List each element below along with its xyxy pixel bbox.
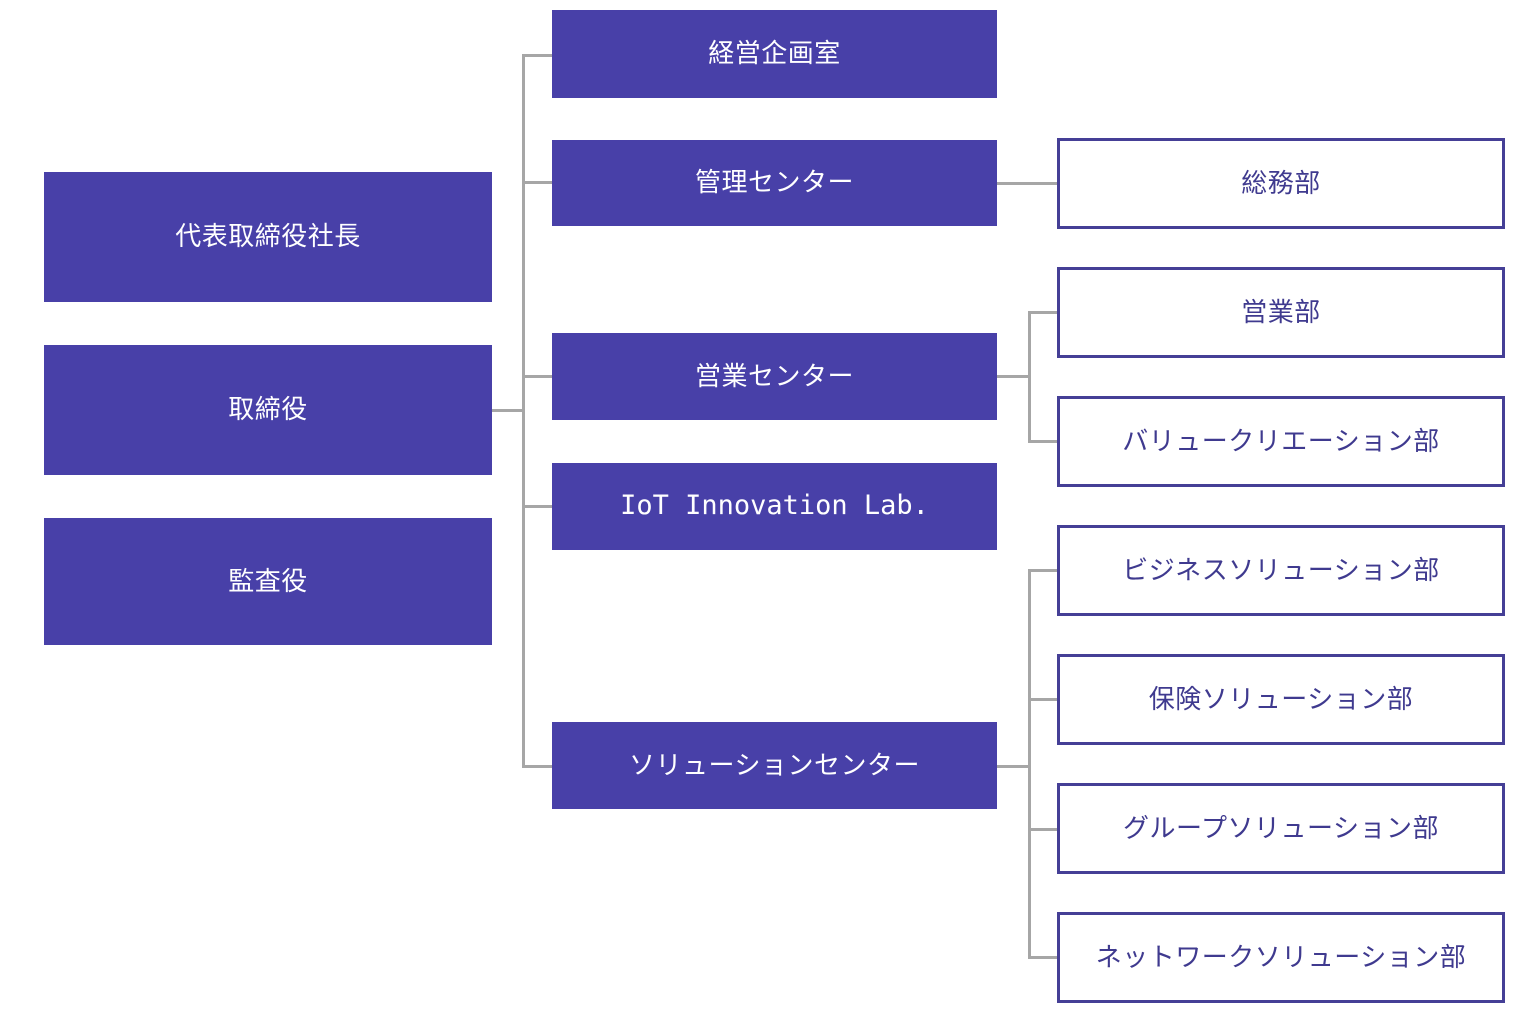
- node-label: バリュークリエーション部: [1122, 425, 1440, 456]
- node-label: ネットワークソリューション部: [1095, 941, 1467, 972]
- connector-eigyo-branch-trunk: [1028, 311, 1031, 443]
- node-general-affairs-dept[interactable]: 総務部: [1057, 138, 1505, 229]
- connector-eigyo-to-value-creation: [1028, 440, 1059, 443]
- connector-trunk-to-iot-lab: [522, 505, 555, 508]
- node-administration-center[interactable]: 管理センター: [552, 140, 997, 226]
- node-label: 経営企画室: [708, 38, 841, 69]
- node-management-planning-office[interactable]: 経営企画室: [552, 10, 997, 98]
- connector-eigyo-to-eigyobu: [1028, 311, 1059, 314]
- node-label: ビジネスソリューション部: [1122, 554, 1440, 585]
- node-auditor[interactable]: 監査役: [44, 518, 492, 645]
- connector-main-trunk: [522, 54, 525, 768]
- node-business-solution-dept[interactable]: ビジネスソリューション部: [1057, 525, 1505, 616]
- node-label: 営業部: [1241, 296, 1321, 327]
- connector-director-to-trunk: [492, 409, 525, 412]
- node-label: 保険ソリューション部: [1148, 683, 1414, 714]
- node-sales-center[interactable]: 営業センター: [552, 333, 997, 420]
- connector-solution-to-business: [1028, 569, 1059, 572]
- node-value-creation-dept[interactable]: バリュークリエーション部: [1057, 396, 1505, 487]
- node-label: IoT Innovation Lab.: [620, 490, 929, 522]
- connector-solution-to-insurance: [1028, 698, 1059, 701]
- node-label: 総務部: [1241, 167, 1321, 198]
- node-label: ソリューションセンター: [629, 749, 920, 780]
- connector-eigyo-stub: [997, 375, 1031, 378]
- connector-solution-to-network: [1028, 956, 1059, 959]
- node-label: 監査役: [228, 565, 308, 596]
- node-representative-director-president[interactable]: 代表取締役社長: [44, 172, 492, 302]
- node-iot-innovation-lab[interactable]: IoT Innovation Lab.: [552, 463, 997, 550]
- connector-trunk-to-kanri-center: [522, 181, 555, 184]
- node-label: 代表取締役社長: [175, 221, 361, 252]
- node-label: 営業センター: [694, 360, 854, 391]
- connector-trunk-to-solution-center: [522, 765, 555, 768]
- node-label: グループソリューション部: [1123, 812, 1439, 843]
- node-group-solution-dept[interactable]: グループソリューション部: [1057, 783, 1505, 874]
- connector-solution-branch-trunk: [1028, 569, 1031, 959]
- node-insurance-solution-dept[interactable]: 保険ソリューション部: [1057, 654, 1505, 745]
- connector-kanri-to-somu: [997, 182, 1059, 185]
- node-sales-dept[interactable]: 営業部: [1057, 267, 1505, 358]
- node-label: 管理センター: [694, 167, 854, 198]
- node-label: 取締役: [228, 394, 308, 425]
- connector-solution-stub: [997, 765, 1031, 768]
- node-director[interactable]: 取締役: [44, 345, 492, 475]
- node-solution-center[interactable]: ソリューションセンター: [552, 722, 997, 809]
- connector-trunk-to-eigyo-center: [522, 375, 555, 378]
- connector-solution-to-group: [1028, 828, 1059, 831]
- connector-trunk-to-keiei-kikaku: [522, 54, 555, 57]
- node-network-solution-dept[interactable]: ネットワークソリューション部: [1057, 912, 1505, 1003]
